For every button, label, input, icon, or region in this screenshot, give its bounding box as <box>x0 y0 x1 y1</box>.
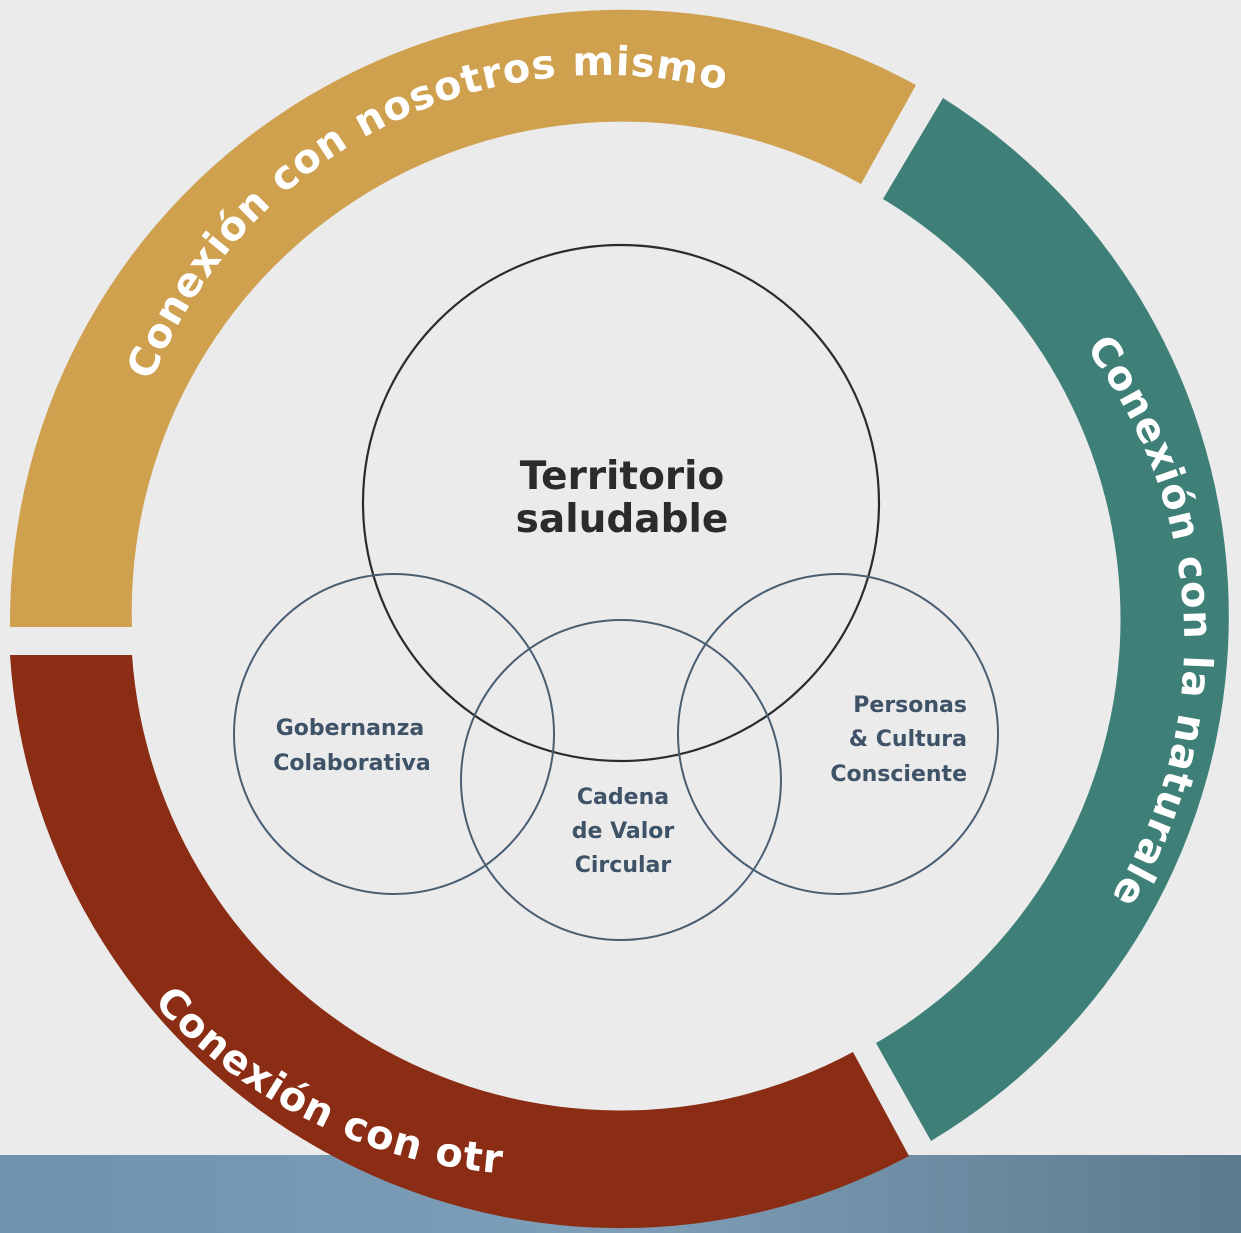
value-chain-circle <box>460 619 782 941</box>
people-label-line3: Consciente <box>830 762 967 787</box>
ring-segment-self <box>9 9 917 628</box>
governance-label-line2: Colaborativa <box>273 751 430 776</box>
ring-segment-nature <box>876 98 1229 1141</box>
governance-circle <box>233 573 555 895</box>
ring-segment-others <box>10 655 909 1229</box>
core-title-line2: saludable <box>516 497 729 542</box>
people-label-line2: & Cultura <box>849 727 967 752</box>
core-circle <box>361 243 881 763</box>
value-chain-label-line3: Circular <box>575 853 672 878</box>
governance-label-line1: Gobernanza <box>276 716 425 741</box>
core-title-line1: Territorio <box>520 454 725 499</box>
people-label-line1: Personas <box>853 693 967 718</box>
people-circle <box>677 573 999 895</box>
value-chain-label-line1: Cadena <box>577 785 669 810</box>
value-chain-label-line2: de Valor <box>572 819 675 844</box>
